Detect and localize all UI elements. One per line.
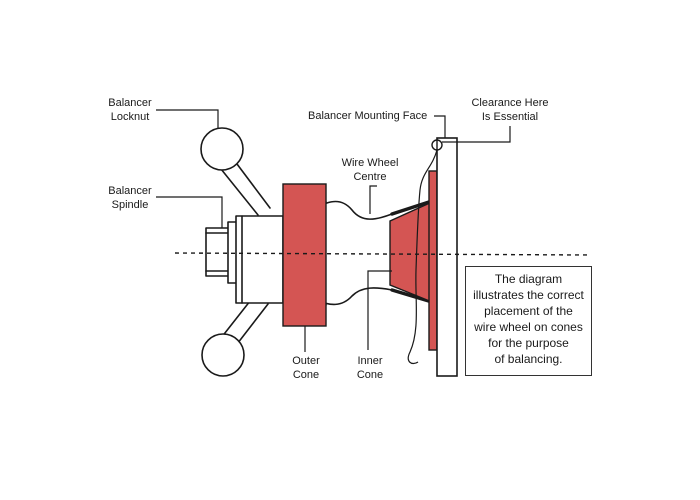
label-balancer-spindle: Balancer Spindle: [108, 185, 152, 211]
inner-cone: [389, 200, 433, 304]
upper-locknut-arm: [220, 159, 271, 216]
leader-clearance: [442, 126, 511, 143]
leader-inner-cone: [367, 270, 392, 350]
label-inner-cone: Inner Cone: [356, 355, 384, 381]
locknut-hub-body: [235, 215, 284, 304]
wheel-rim-plate: [428, 170, 438, 351]
label-outer-cone: Outer Cone: [292, 355, 320, 381]
leader-spindle: [156, 196, 223, 228]
mounting-face-plate: [436, 137, 458, 377]
label-wire-wheel-centre: Wire Wheel Centre: [341, 157, 399, 183]
leader-mounting-face: [434, 115, 446, 138]
wheel-centre-hub-top: [315, 200, 433, 220]
wheel-centre-hub-bottom: [315, 287, 433, 306]
description-note-box: The diagram illustrates the correct plac…: [465, 266, 592, 376]
upper-locknut-ball: [200, 127, 244, 171]
outer-cone: [282, 183, 327, 327]
leader-wire-wheel-centre: [369, 185, 377, 214]
center-axis-line: [174, 252, 591, 256]
label-balancer-locknut: Balancer Locknut: [108, 97, 152, 123]
leader-locknut: [156, 109, 219, 128]
lower-locknut-ball: [201, 333, 245, 377]
wheel-connector-curve: [407, 149, 438, 365]
label-clearance: Clearance Here Is Essential: [471, 97, 549, 123]
label-balancer-mounting-face: Balancer Mounting Face: [308, 110, 428, 122]
